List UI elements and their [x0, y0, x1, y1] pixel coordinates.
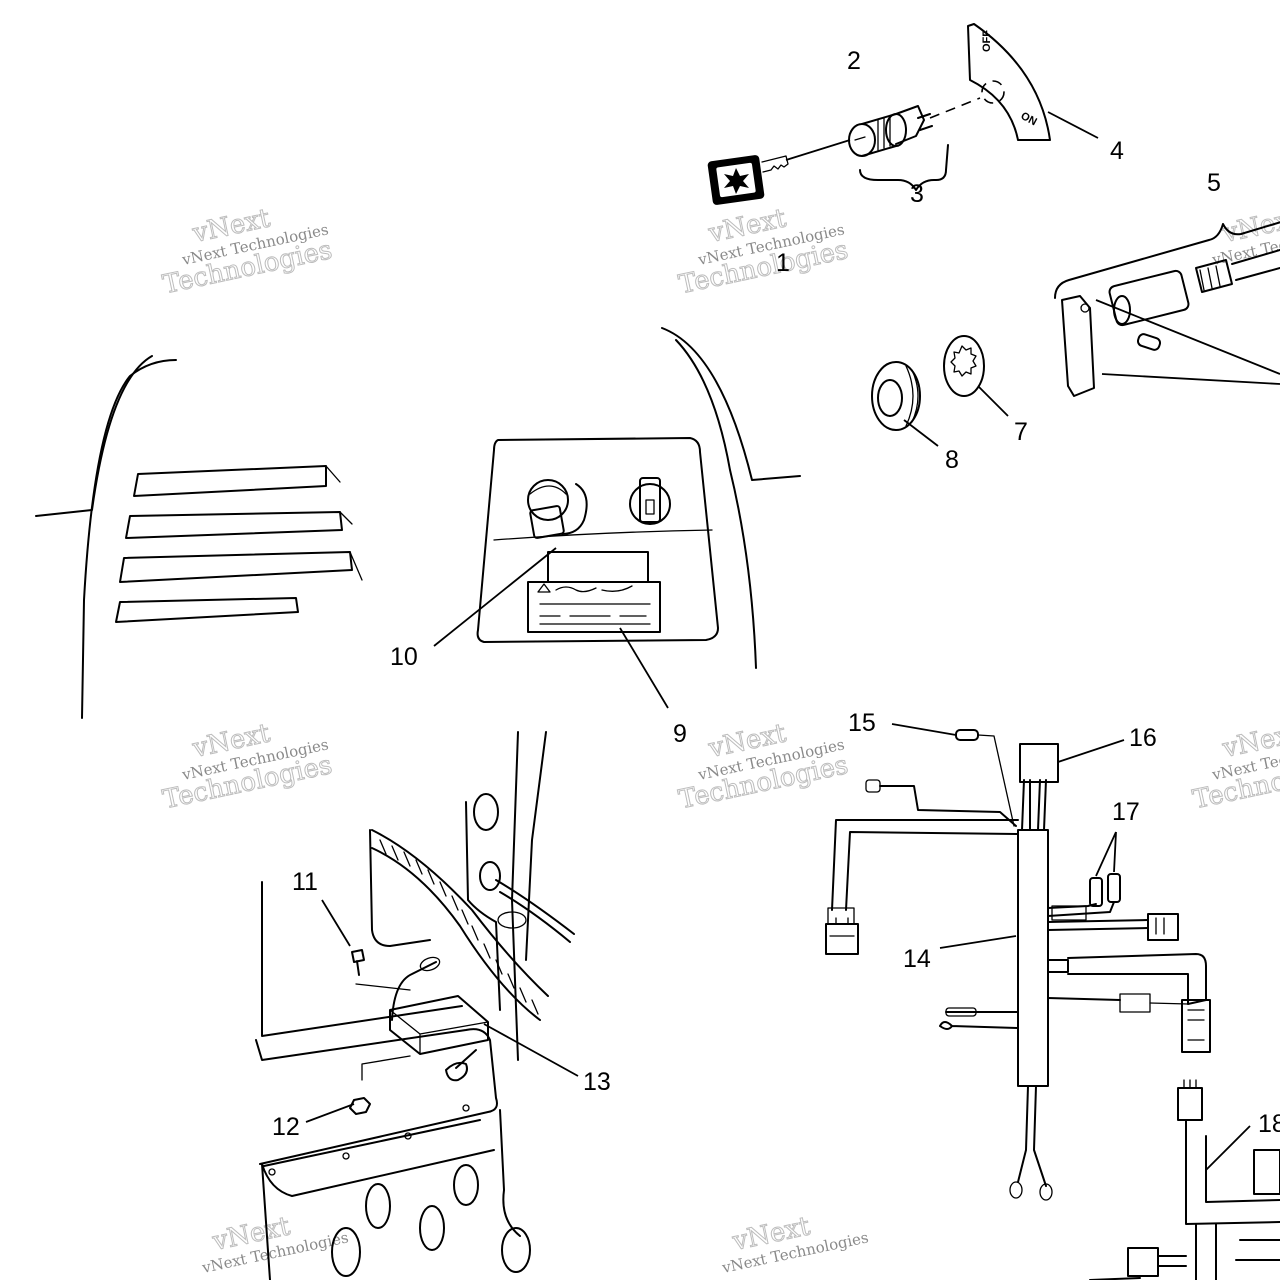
watermark-3: vNext vNext Technologies Technologies: [160, 718, 336, 816]
ignition-switch: [848, 97, 981, 157]
frame-assembly: [255, 731, 579, 1280]
wire-harness: [825, 723, 1280, 1280]
callout-7: 7: [1014, 418, 1028, 446]
callout-8: 8: [945, 446, 959, 474]
callout-15: 15: [848, 709, 876, 737]
switch-assembly: [1054, 221, 1280, 397]
callout-17: 17: [1112, 798, 1140, 826]
star-washer: [943, 335, 1009, 417]
switch-plate-off-label: OFF: [981, 30, 993, 52]
hood-outline: [35, 327, 801, 719]
ignition-key: [707, 139, 851, 205]
callout-labels: 1 2 3 4 5 7 8 9 10 11 12 13 14 15 16 17 …: [272, 47, 1280, 1141]
watermark-1: vNext vNext Technologies Technologies: [160, 203, 336, 301]
callout-11: 11: [292, 868, 318, 896]
watermarks: vNext vNext Technologies Technologies vN…: [160, 203, 1280, 1277]
watermark-7: vNext vNext Technologies: [200, 1211, 350, 1277]
callout-18: 18: [1258, 1110, 1280, 1138]
callout-9: 9: [673, 720, 687, 748]
callout-3: 3: [910, 180, 924, 208]
callout-1: 1: [776, 249, 790, 277]
watermark-5: vNext vNext Technologies: [1210, 203, 1280, 269]
callout-10: 10: [390, 643, 418, 671]
switch-plate: OFF ON: [967, 23, 1099, 141]
callout-13: 13: [583, 1068, 611, 1096]
dash-panel: [433, 437, 719, 709]
lock-nut: [871, 361, 939, 447]
watermark-4: vNext vNext Technologies Technologies: [676, 718, 852, 816]
callout-12: 12: [272, 1113, 300, 1141]
callout-14: 14: [903, 945, 931, 973]
callout-4: 4: [1110, 137, 1124, 165]
callout-16: 16: [1129, 724, 1157, 752]
bracket-3: [859, 144, 949, 191]
callout-2: 2: [847, 47, 861, 75]
watermark-8: vNext vNext Technologies: [720, 1211, 870, 1277]
callout-5: 5: [1207, 169, 1221, 197]
watermark-6: vNext vNext Technologies Technologies: [1190, 718, 1280, 816]
switch-plate-on-label: ON: [1019, 110, 1039, 128]
watermark-2: vNext vNext Technologies Technologies: [676, 203, 852, 301]
